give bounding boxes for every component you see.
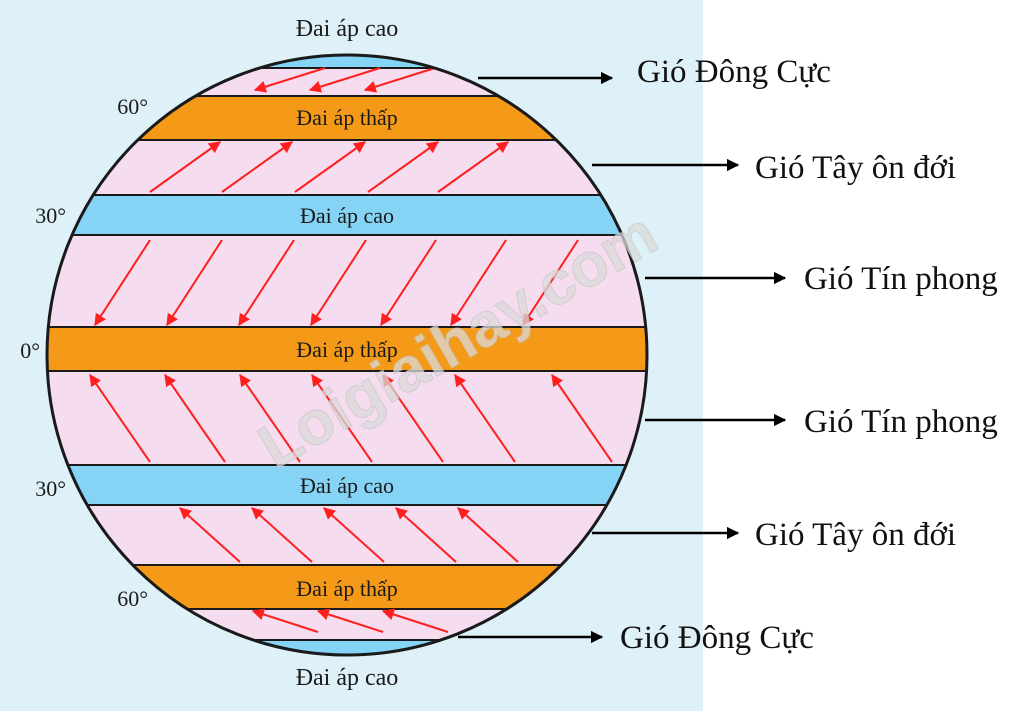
wind-arrow-polar-easterlies-north-3 bbox=[363, 67, 436, 93]
band-label-low-60s: Đai áp thấp bbox=[296, 576, 397, 601]
band-high-30s bbox=[47, 464, 647, 506]
wind-labels: Gió Đông Cực Gió Tây ôn đới Gió Tín phon… bbox=[620, 54, 998, 656]
wind-arrow-trade-winds-north-5 bbox=[380, 239, 437, 327]
wind-arrow-westerlies-south-3 bbox=[323, 507, 385, 563]
wind-arrow-trade-winds-north-7 bbox=[522, 239, 579, 327]
wind-label-trade-winds-south: Gió Tín phong bbox=[804, 404, 998, 440]
wind-arrow-trade-winds-south-4 bbox=[311, 374, 373, 463]
latitude-label-60n: 60° bbox=[117, 94, 148, 119]
cap-label-top: Đai áp cao bbox=[296, 16, 399, 42]
band-label-low-equator: Đai áp thấp bbox=[296, 337, 397, 362]
wind-label-westerlies-north: Gió Tây ôn đới bbox=[755, 150, 956, 186]
wind-arrow-polar-easterlies-north-1 bbox=[253, 67, 326, 93]
wind-arrow-trade-winds-north-4 bbox=[310, 239, 367, 327]
wind-arrows bbox=[89, 67, 613, 633]
latitude-label-equator: 0° bbox=[20, 338, 40, 363]
wind-label-trade-winds-north: Gió Tín phong bbox=[804, 261, 998, 297]
wind-label-polar-easterlies-north: Gió Đông Cực bbox=[637, 54, 831, 90]
wind-arrow-westerlies-south-4 bbox=[395, 507, 457, 563]
band-label-high-30s: Đai áp cao bbox=[300, 473, 394, 498]
latitude-label-30s: 30° bbox=[35, 476, 66, 501]
wind-arrow-polar-easterlies-south-2 bbox=[316, 608, 384, 633]
wind-arrow-westerlies-north-4 bbox=[367, 141, 439, 193]
wind-arrow-westerlies-north-1 bbox=[149, 141, 221, 193]
wind-label-pointers bbox=[458, 71, 787, 644]
wind-arrow-trade-winds-south-7 bbox=[551, 374, 613, 463]
cap-label-bottom: Đai áp cao bbox=[296, 665, 399, 691]
wind-arrow-polar-easterlies-south-1 bbox=[251, 608, 319, 633]
wind-arrow-polar-easterlies-north-2 bbox=[308, 67, 381, 93]
wind-arrow-trade-winds-north-2 bbox=[166, 239, 223, 327]
wind-arrow-trade-winds-south-6 bbox=[454, 374, 516, 463]
wind-arrow-westerlies-north-2 bbox=[221, 141, 293, 193]
band-low-equator bbox=[47, 326, 647, 372]
wind-arrow-westerlies-south-1 bbox=[179, 507, 241, 563]
wind-arrow-trade-winds-north-1 bbox=[94, 239, 151, 327]
latitude-label-60s: 60° bbox=[117, 586, 148, 611]
wind-arrow-polar-easterlies-south-3 bbox=[381, 608, 449, 633]
wind-label-westerlies-south: Gió Tây ôn đới bbox=[755, 517, 956, 553]
wind-arrow-trade-winds-south-5 bbox=[382, 374, 444, 463]
latitude-label-30n: 30° bbox=[35, 203, 66, 228]
wind-arrow-trade-winds-south-2 bbox=[164, 374, 226, 463]
band-high-30n bbox=[47, 194, 647, 236]
wind-arrow-trade-winds-south-1 bbox=[89, 374, 151, 463]
wind-arrow-trade-winds-north-3 bbox=[238, 239, 295, 327]
latitude-labels: 60° 30° 0° 30° 60° bbox=[20, 94, 148, 611]
wind-label-polar-easterlies-south: Gió Đông Cực bbox=[620, 620, 814, 656]
band-label-low-60n: Đai áp thấp bbox=[296, 105, 397, 130]
wind-arrow-westerlies-south-5 bbox=[457, 507, 519, 563]
wind-arrow-trade-winds-south-3 bbox=[239, 374, 301, 463]
wind-arrow-trade-winds-north-6 bbox=[450, 239, 507, 327]
band-labels: Đai áp thấp Đai áp cao Đai áp thấp Đai á… bbox=[296, 105, 397, 601]
wind-arrow-westerlies-south-2 bbox=[251, 507, 313, 563]
wind-arrow-westerlies-north-3 bbox=[294, 141, 366, 193]
wind-arrow-westerlies-north-5 bbox=[437, 141, 509, 193]
globe-outline bbox=[45, 53, 649, 657]
band-label-high-30n: Đai áp cao bbox=[300, 203, 394, 228]
